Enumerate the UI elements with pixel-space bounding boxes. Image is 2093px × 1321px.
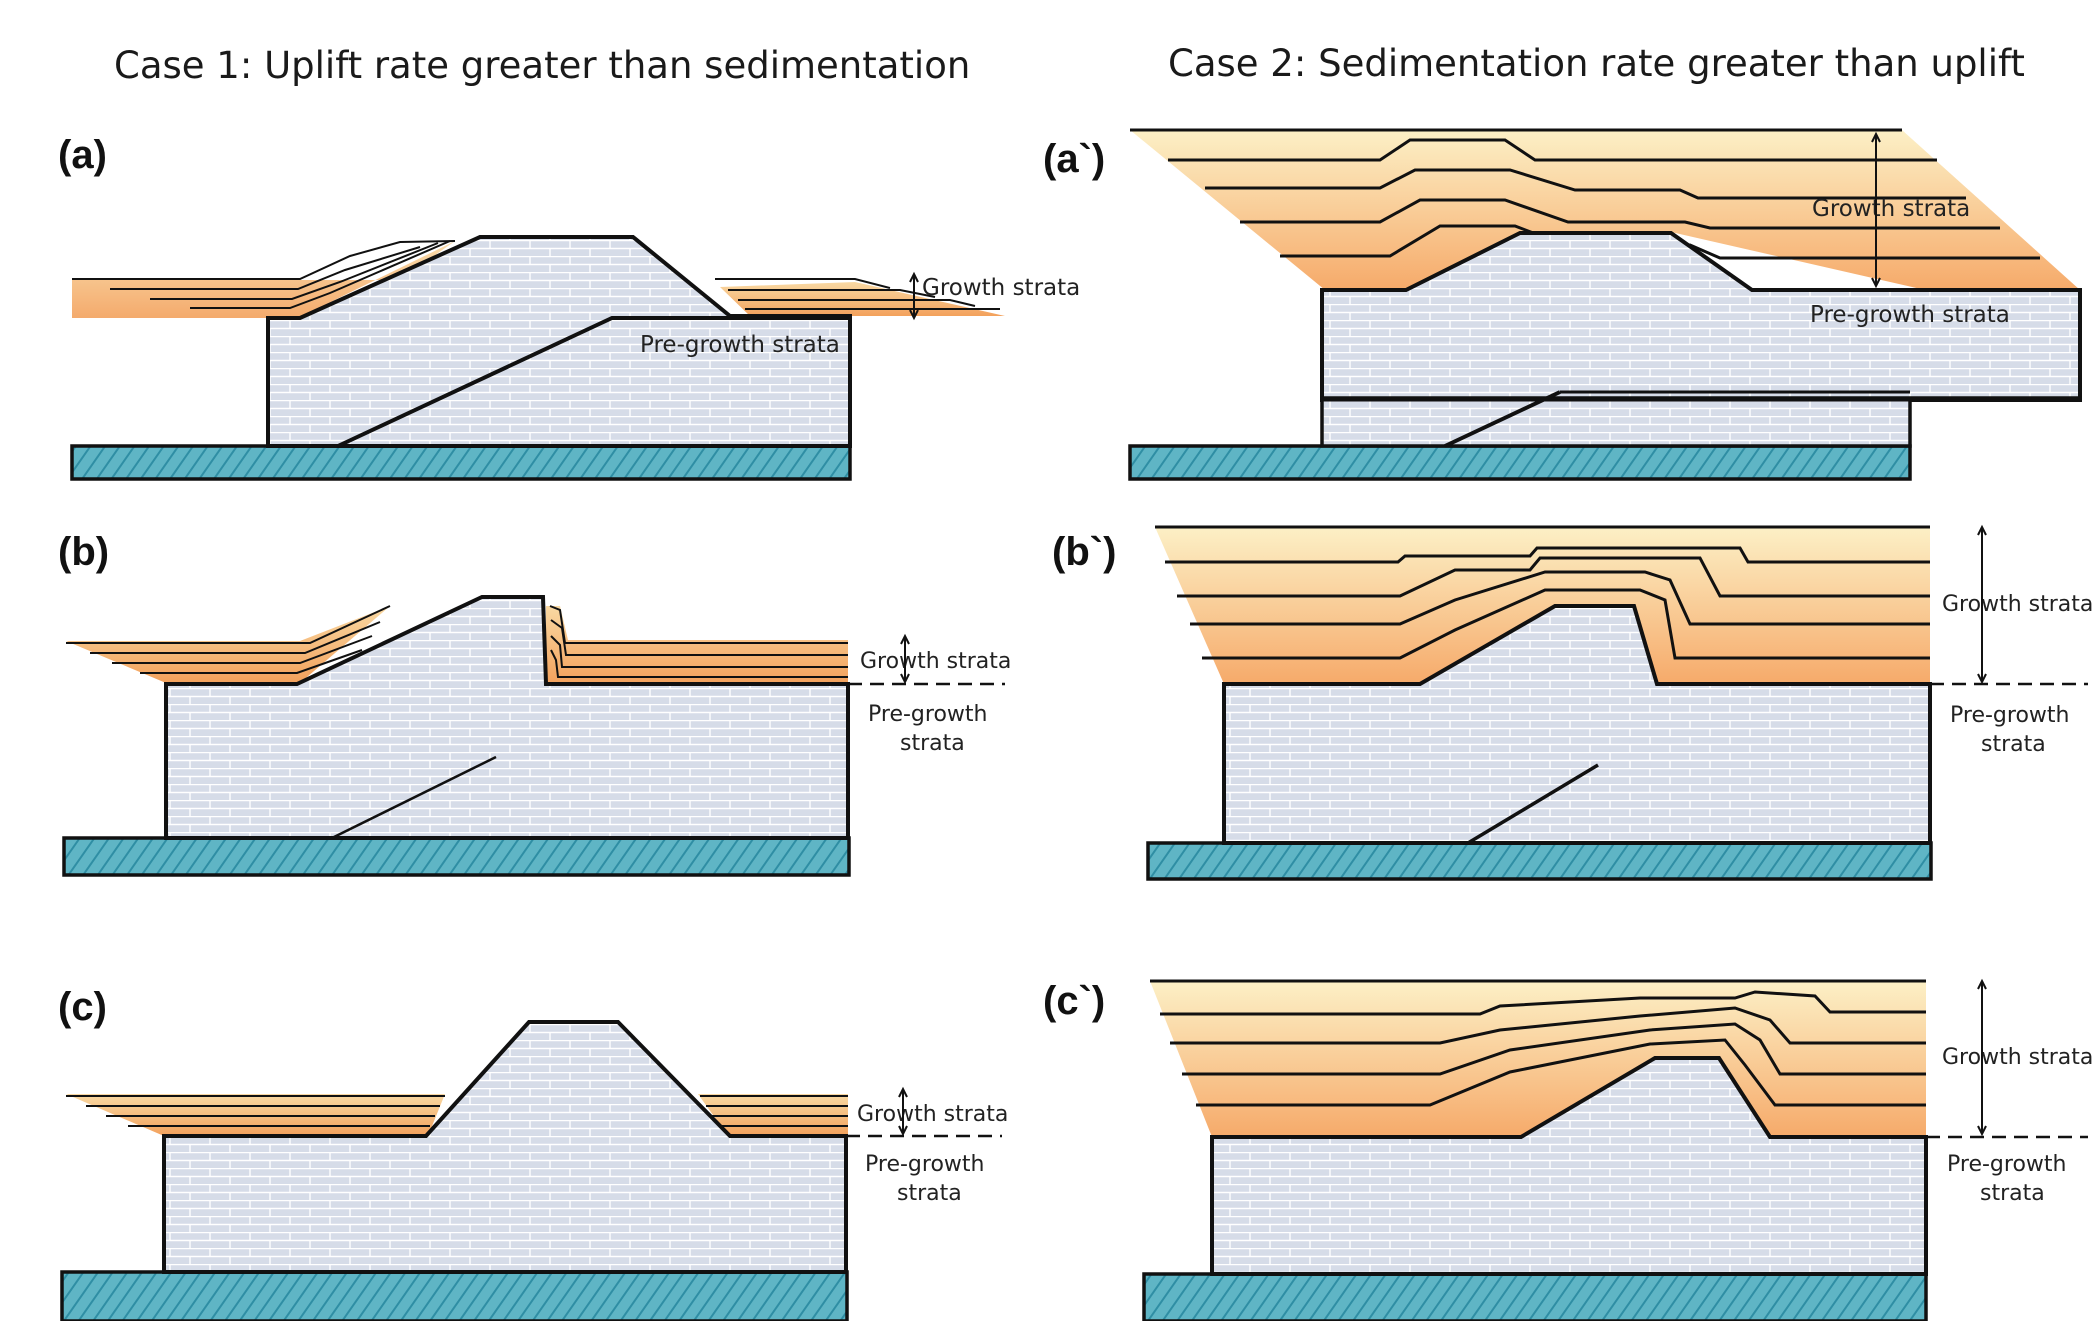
panel-b-basement (62, 836, 851, 877)
panel-c-basement (60, 1270, 849, 1321)
panel-b-prime-label: (b`) (1052, 530, 1116, 574)
panel-a-prime-pregrowth-label: Pre-growth strata (1810, 302, 2010, 328)
panel-c-prime-pregrowth-label-1: Pre-growth (1947, 1152, 2066, 1177)
panel-a-growth-label: Growth strata (922, 275, 1080, 301)
panel-c-pregrowth-label-1: Pre-growth (865, 1152, 984, 1177)
panel-c-prime: (c`) Growth strata Pre-growth strata (1043, 978, 2093, 1321)
panel-a-label: (a) (58, 133, 107, 177)
panel-c-prime-growth-label: Growth strata (1942, 1045, 2093, 1070)
panel-a-prime-label: (a`) (1043, 137, 1105, 181)
panel-c-prime-basement (1142, 1272, 1928, 1321)
panel-a-basement (70, 444, 852, 481)
panel-a: (a) Growth strata Pre-growth strata (58, 133, 1080, 481)
case-2-title: Case 2: Sedimentation rate greater than … (1168, 42, 2025, 85)
panel-b-growth-label: Growth strata (860, 649, 1011, 674)
panel-a-prime-pregrowth-block (1320, 231, 2082, 402)
panel-c: (c) Growth strata Pre-growth strata (58, 985, 1008, 1321)
panel-b-prime-growth-label: Growth strata (1942, 592, 2093, 617)
panel-c-prime-pregrowth-label-2: strata (1980, 1181, 2045, 1206)
panel-b-pregrowth-block (164, 595, 850, 840)
panel-a-pregrowth-label: Pre-growth strata (640, 332, 840, 358)
panel-b-label: (b) (58, 530, 109, 574)
panel-c-label: (c) (58, 985, 107, 1029)
panel-b-pregrowth-label-1: Pre-growth (868, 702, 987, 727)
panel-c-prime-growth (1150, 981, 1926, 1137)
panel-a-prime-basement (1128, 444, 1912, 481)
panel-c-prime-pregrowth-block (1210, 1056, 1928, 1276)
panel-b: (b) Growth strata Pre-growth strata (58, 530, 1011, 877)
panel-b-prime-growth (1155, 527, 1930, 684)
panel-c-growth-label: Growth strata (857, 1102, 1008, 1127)
panel-b-prime-pregrowth-label-1: Pre-growth (1950, 703, 2069, 728)
panel-b-prime-pregrowth-label-2: strata (1981, 732, 2046, 757)
panel-c-pregrowth-label-2: strata (897, 1181, 962, 1206)
panel-a-prime-growth (1130, 130, 2080, 290)
panel-b-pregrowth-label-2: strata (900, 731, 965, 756)
panel-b-growth-right (546, 606, 848, 684)
panel-a-prime: (a`) Growth strata Pre-growth strata (1043, 128, 2082, 481)
case-1-title: Case 1: Uplift rate greater than sedimen… (114, 44, 970, 87)
panel-a-prime-growth-label: Growth strata (1812, 196, 1970, 222)
panel-c-prime-label: (c`) (1043, 979, 1105, 1023)
panel-b-prime-basement (1146, 841, 1933, 881)
panel-b-prime-pregrowth-block (1222, 604, 1932, 845)
panel-c-pregrowth-block (162, 1020, 848, 1274)
panel-b-prime: (b`) Growth strata Pre-growth strata (1052, 524, 2093, 881)
